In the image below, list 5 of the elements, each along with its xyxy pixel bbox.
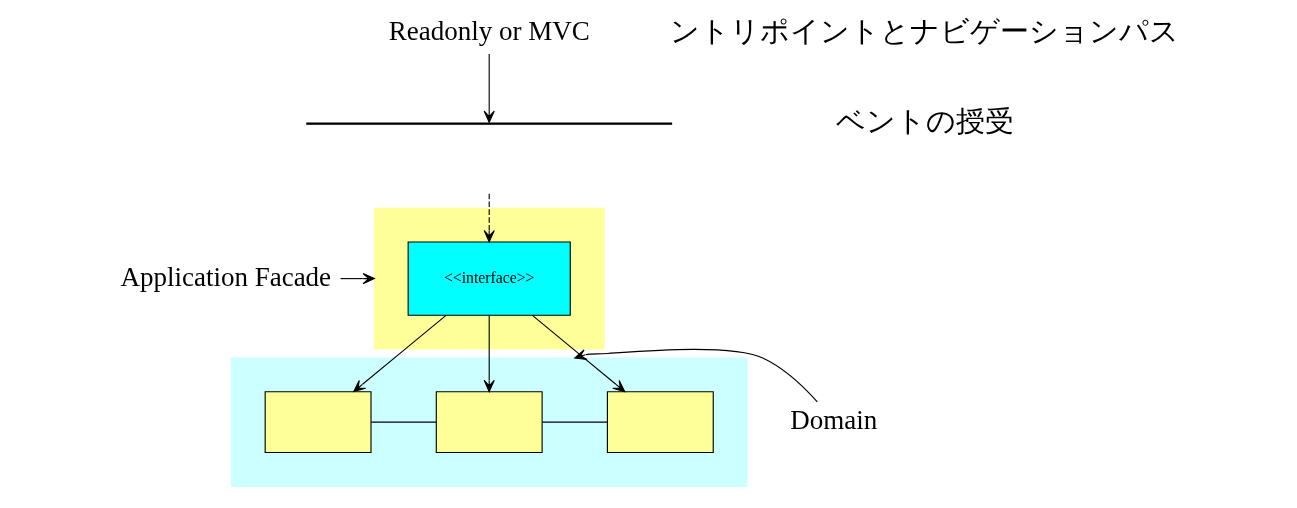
node-text: Readonly or MVC: [388, 16, 590, 47]
node-text: Domain: [790, 405, 878, 436]
label: ントリポイントとナビゲーションパス: [670, 13, 1180, 48]
node-text: Application Facade: [120, 261, 332, 292]
label: ベントの授受: [835, 103, 1014, 138]
